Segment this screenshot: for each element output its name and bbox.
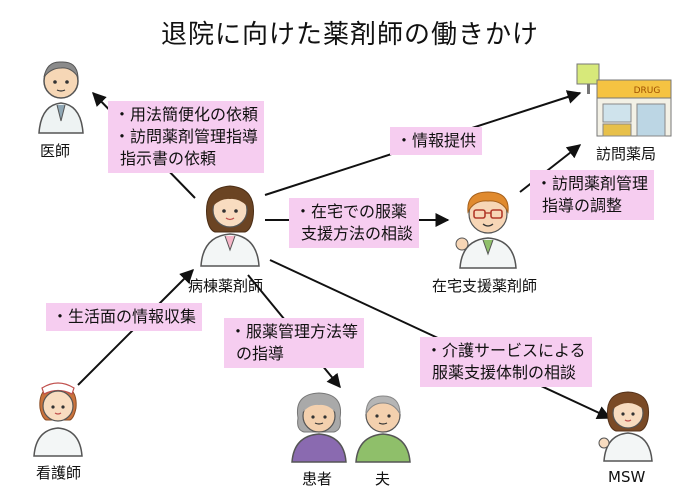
msw-label: MSW <box>608 468 646 486</box>
husband-label: 夫 <box>375 470 391 488</box>
husband-figure <box>355 395 411 463</box>
msg-to-home-pharmacist: ・在宅での服薬 支援方法の相談 <box>289 198 420 248</box>
msg-to-doctor-line2: ・訪問薬剤管理指導 <box>114 127 259 146</box>
msw-figure <box>598 391 653 462</box>
msg-to-patient: ・服薬管理方法等 の指導 <box>224 318 365 368</box>
ward-pharmacist-label: 病棟薬剤師 <box>188 277 264 295</box>
patient-label: 患者 <box>302 470 333 488</box>
pharmacy-store: DRUG <box>576 63 672 137</box>
doctor-label: 医師 <box>40 142 71 160</box>
patient-figure <box>291 392 347 463</box>
msg-home-to-pharmacy-line2: 指導の調整 <box>542 196 623 215</box>
msg-to-pharmacy-line1: ・情報提供 <box>396 131 477 150</box>
home-pharmacist-label: 在宅支援薬剤師 <box>432 277 538 295</box>
nurse-label: 看護師 <box>36 464 82 482</box>
msg-to-doctor-line3: 指示書の依頼 <box>120 149 217 168</box>
ward-pharmacist-figure <box>200 185 260 267</box>
msg-from-nurse-line1: ・生活面の情報収集 <box>52 307 197 326</box>
msg-home-to-pharmacy: ・訪問薬剤管理 指導の調整 <box>530 170 655 220</box>
msg-to-doctor-line1: ・用法簡便化の依頼 <box>114 105 259 124</box>
msg-to-home-pharmacist-line1: ・在宅での服薬 <box>295 202 408 221</box>
doctor-figure <box>38 61 84 134</box>
nurse-figure <box>33 382 83 457</box>
page-title: 退院に向けた薬剤師の働きかけ <box>160 20 539 50</box>
msg-to-doctor: ・用法簡便化の依頼 ・訪問薬剤管理指導 指示書の依頼 <box>108 101 265 173</box>
msg-to-patient-line1: ・服薬管理方法等 <box>230 322 359 341</box>
msg-home-to-pharmacy-line1: ・訪問薬剤管理 <box>536 174 649 193</box>
msg-to-msw-line2: 服薬支援体制の相談 <box>432 363 577 382</box>
pharmacy-label: 訪問薬局 <box>596 145 657 163</box>
home-pharmacist-figure <box>455 191 517 269</box>
pharmacy-sign-text: DRUG <box>634 86 661 96</box>
msg-to-msw-line1: ・介護サービスによる <box>426 341 586 360</box>
msg-from-nurse: ・生活面の情報収集 <box>46 303 203 331</box>
msg-to-pharmacy: ・情報提供 <box>390 127 483 155</box>
msg-to-home-pharmacist-line2: 支援方法の相談 <box>301 224 414 243</box>
msg-to-msw: ・介護サービスによる 服薬支援体制の相談 <box>420 337 592 387</box>
msg-to-patient-line2: の指導 <box>236 344 285 363</box>
